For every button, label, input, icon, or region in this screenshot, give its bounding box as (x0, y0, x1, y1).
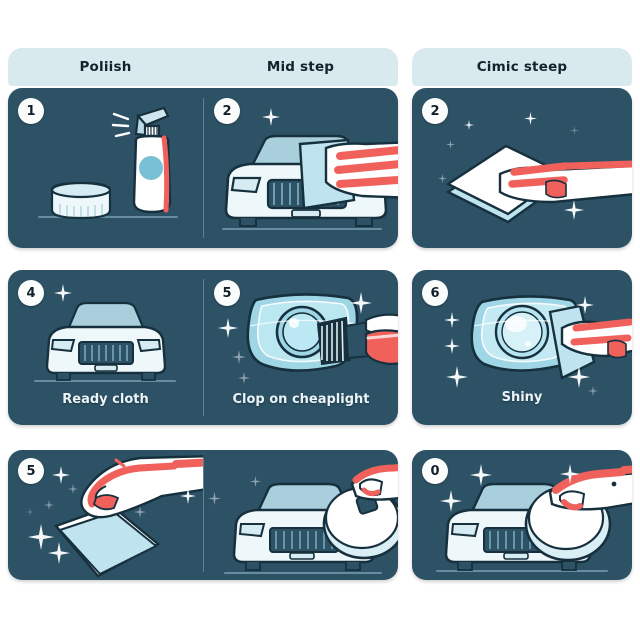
cell-r2c1: 4 Ready cloth (8, 270, 203, 425)
hand-with-cloth-icon (548, 304, 632, 380)
sparkle-icon (570, 126, 579, 135)
cell-divider (203, 457, 204, 573)
ground-line (436, 570, 608, 572)
sparkle-icon (208, 492, 221, 505)
sparkle-icon (262, 108, 280, 126)
panel-2-left: 4 Ready cloth (8, 270, 398, 425)
spray-bottle-icon (111, 106, 172, 214)
polish-jar-icon (50, 181, 112, 220)
cell-r1c1: 1 (8, 88, 203, 248)
caption-ready-cloth: Ready cloth (62, 392, 149, 407)
ground-line (38, 216, 178, 218)
step-badge-6: 6 (422, 280, 448, 306)
ground-line (34, 380, 176, 382)
sparkle-icon (68, 484, 78, 494)
panel-1-right: 2 (412, 88, 632, 248)
brush-with-hand-icon (316, 313, 398, 366)
cell-divider (203, 97, 204, 239)
sparkle-icon (438, 174, 447, 183)
sparkle-icon (464, 120, 474, 130)
cell-r1c2: 2 (204, 88, 398, 248)
step-badge-2b: 2 (422, 98, 448, 124)
polishing-pad-with-hand-icon (322, 464, 398, 560)
header-title-cimicsteep: Cimic steep (476, 59, 568, 75)
panel-3-right: 0 (412, 450, 632, 580)
car-front-illustration (45, 301, 167, 381)
folded-cloth-with-hand-icon (445, 144, 632, 224)
sparkle-icon (446, 140, 455, 149)
cell-divider (203, 279, 204, 416)
cell-r3c3: 0 (412, 450, 632, 580)
header-band-right: Cimic steep (412, 48, 632, 86)
header-band-left: Poliish Mid step (8, 48, 398, 86)
cell-r3c1: 5 (8, 450, 203, 580)
step-badge-0: 0 (422, 458, 448, 484)
sparkle-icon (444, 312, 460, 328)
sparkle-icon (444, 338, 460, 354)
panel-3-left: 5 (8, 450, 398, 580)
sparkle-icon (218, 318, 238, 338)
sparkle-icon (524, 112, 537, 125)
cell-r3c2 (204, 450, 398, 580)
polishing-pad-with-hand-icon (524, 465, 632, 562)
step-badge-5: 5 (214, 280, 240, 306)
hand-with-cloth-icon (298, 138, 398, 210)
step-badge-4: 4 (18, 280, 44, 306)
step-badge-1: 1 (18, 98, 44, 124)
header-title-midstep: Mid step (266, 59, 335, 75)
ground-line (224, 572, 382, 574)
sparkle-icon (588, 386, 598, 396)
sparkle-icon (250, 476, 261, 487)
step-badge-2: 2 (214, 98, 240, 124)
ground-line (222, 228, 382, 230)
header-title-polish: Poliish (79, 59, 132, 75)
step-badge-5b: 5 (18, 458, 44, 484)
sparkle-icon (26, 508, 34, 516)
cell-r2c3: 6 Shiny (412, 270, 632, 425)
caption-shiny: Shiny (501, 390, 543, 405)
sparkle-icon (44, 500, 54, 510)
caption-clop-on-cheaplight: Clop on cheaplight (232, 392, 370, 407)
panel-1-left: 1 (8, 88, 398, 248)
cell-r2c2: 5 Clop on cheaplight (204, 270, 398, 425)
hand-pressing-icon (80, 455, 203, 519)
panel-2-right: 6 Shiny (412, 270, 632, 425)
cell-r1c3: 2 (412, 88, 632, 248)
